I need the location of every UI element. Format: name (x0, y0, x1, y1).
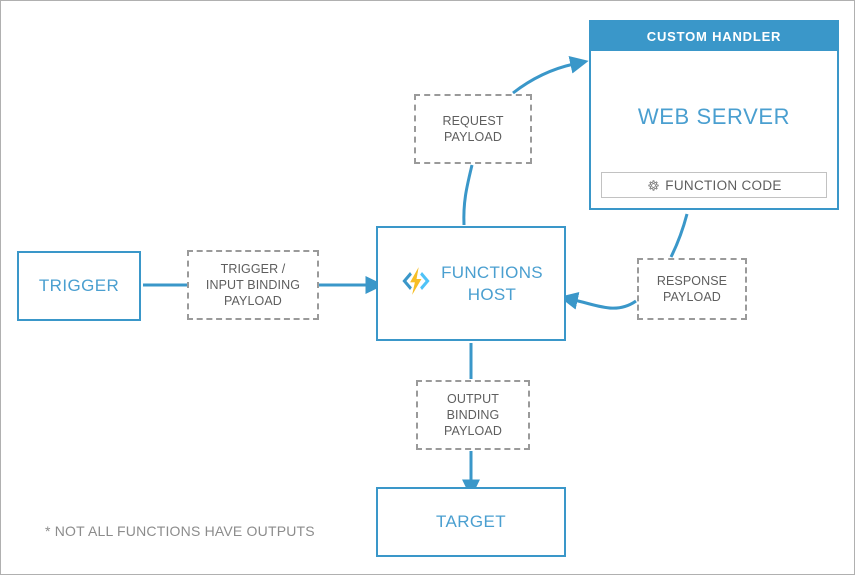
response-payload-label: RESPONSE PAYLOAD (657, 273, 727, 305)
trigger-payload-line3: PAYLOAD (224, 294, 282, 308)
functions-host-label: FUNCTIONS HOST (441, 262, 543, 305)
target-label: TARGET (435, 512, 507, 531)
connector-request-payload-to-web-server (512, 55, 589, 95)
functions-host-node: FUNCTIONS HOST (376, 226, 566, 341)
functions-host-label-line2: HOST (467, 284, 517, 304)
connector-web-server-to-response-payload (669, 213, 689, 258)
connector-host-to-request-payload (462, 164, 474, 226)
trigger-input-binding-payload-box: TRIGGER / INPUT BINDING PAYLOAD (187, 250, 319, 320)
custom-handler-panel: CUSTOM HANDLER WEB SERVER FUNCTION CODE (589, 20, 839, 210)
custom-handler-body: WEB SERVER FUNCTION CODE (591, 51, 837, 208)
trigger-input-binding-payload-label: TRIGGER / INPUT BINDING PAYLOAD (206, 261, 300, 309)
functions-host-label-line1: FUNCTIONS (441, 263, 543, 283)
output-binding-payload-box: OUTPUT BINDING PAYLOAD (416, 380, 530, 450)
trigger-payload-line1: TRIGGER / (220, 262, 286, 276)
function-code-label: FUNCTION CODE (665, 177, 782, 193)
target-node: TARGET (376, 487, 566, 557)
output-payload-line1: OUTPUT (447, 392, 499, 406)
trigger-payload-line2: INPUT BINDING (205, 278, 301, 292)
request-payload-line2: PAYLOAD (444, 130, 502, 144)
custom-handler-header: CUSTOM HANDLER (591, 22, 837, 51)
output-payload-line3: PAYLOAD (444, 424, 502, 438)
gear-icon (646, 178, 661, 193)
output-binding-payload-label: OUTPUT BINDING PAYLOAD (444, 391, 502, 439)
request-payload-label: REQUEST PAYLOAD (442, 113, 503, 145)
output-payload-line2: BINDING (446, 408, 500, 422)
connector-response-payload-to-host (559, 291, 637, 310)
azure-functions-logo-icon (399, 264, 433, 303)
request-payload-box: REQUEST PAYLOAD (414, 94, 532, 164)
request-payload-line1: REQUEST (442, 114, 504, 128)
trigger-label: TRIGGER (38, 276, 120, 295)
trigger-node: TRIGGER (17, 251, 141, 321)
web-server-label: WEB SERVER (637, 103, 791, 129)
response-payload-line2: PAYLOAD (663, 290, 721, 304)
function-code-chip: FUNCTION CODE (601, 172, 827, 198)
response-payload-line1: RESPONSE (656, 274, 728, 288)
response-payload-box: RESPONSE PAYLOAD (637, 258, 747, 320)
footnote-text: * NOT ALL FUNCTIONS HAVE OUTPUTS (45, 523, 315, 539)
